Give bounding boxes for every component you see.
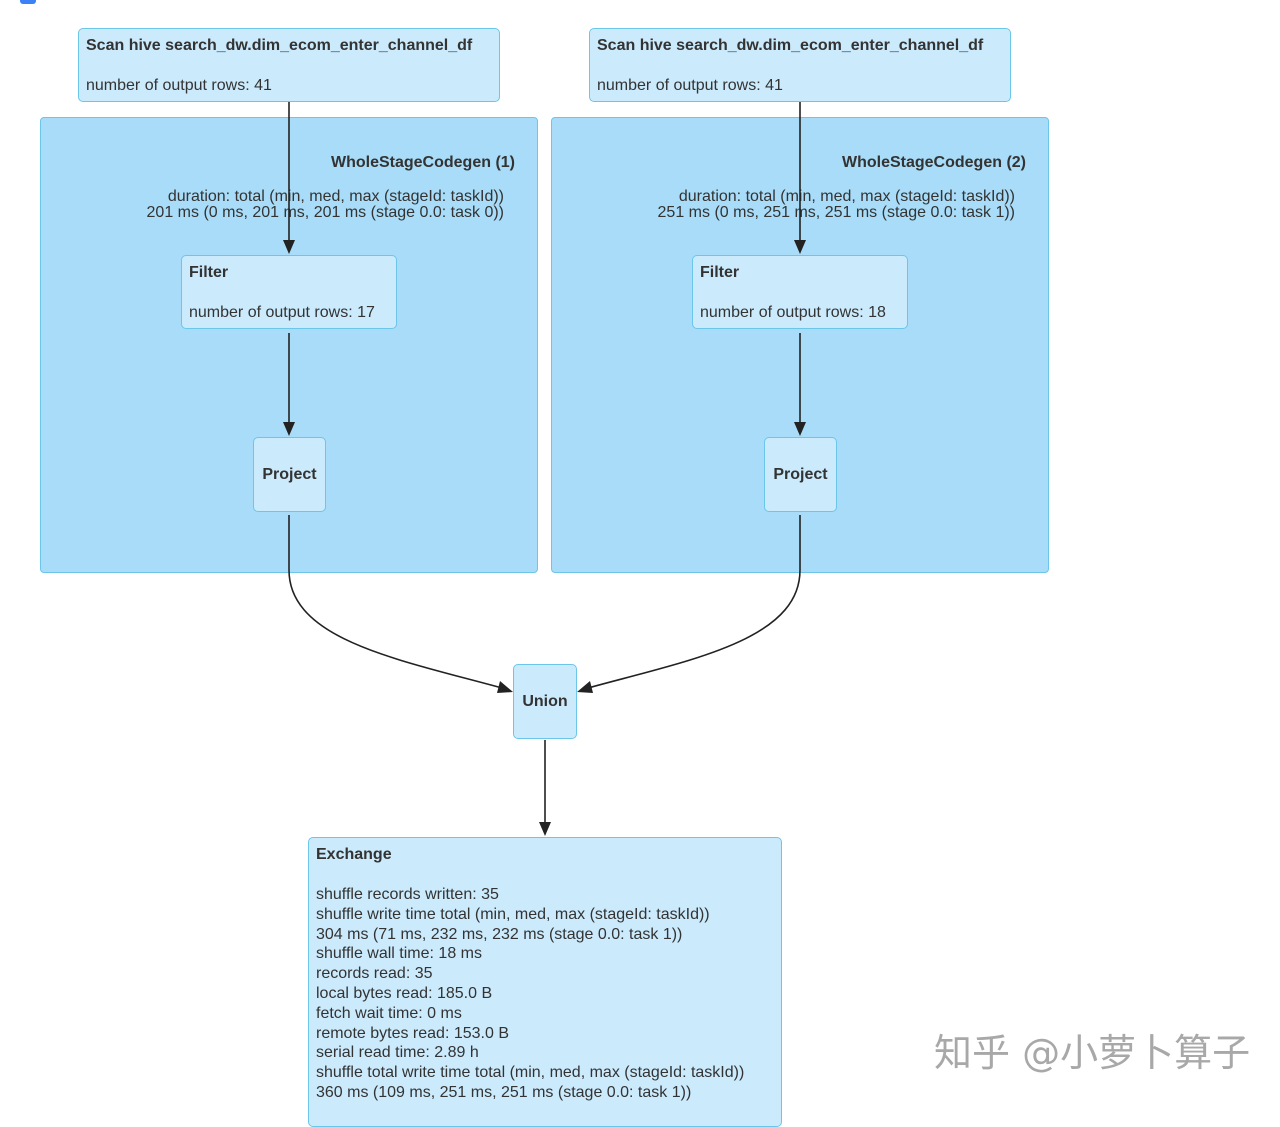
metric-line: shuffle records written: 35: [316, 886, 499, 903]
arrowhead-icon: [539, 822, 551, 836]
exchange-metrics: shuffle records written: 35 shuffle writ…: [316, 885, 774, 1103]
duration-label: duration: total (min, med, max (stageId:…: [678, 188, 1015, 205]
metric-line: 360 ms (109 ms, 251 ms, 251 ms (stage 0.…: [316, 1083, 692, 1101]
node-metric: number of output rows: 18: [700, 304, 886, 321]
cluster-duration-metric: duration: total (min, med, max (stageId:…: [658, 189, 1015, 221]
node-title: Filter: [700, 264, 740, 281]
node-metric: number of output rows: 41: [86, 77, 272, 94]
metric-line: shuffle total write time total (min, med…: [316, 1064, 745, 1082]
node-title: Scan hive search_dw.dim_ecom_enter_chann…: [86, 37, 473, 54]
cluster-duration-metric: duration: total (min, med, max (stageId:…: [147, 189, 504, 221]
filter-node-right[interactable]: Filter number of output rows: 18: [692, 255, 908, 329]
node-title: Union: [522, 692, 568, 710]
cluster-title: WholeStageCodegen (2): [841, 154, 1026, 171]
metric-line: local bytes read: 185.0 B: [316, 984, 493, 1002]
checkbox-icon[interactable]: [20, 0, 36, 4]
metric-line: shuffle write time total (min, med, max …: [316, 905, 710, 923]
node-title: Project: [262, 465, 317, 483]
metric-line: fetch wait time: 0 ms: [316, 1004, 462, 1022]
metric-line: remote bytes read: 153.0 B: [316, 1024, 509, 1042]
node-title: Filter: [189, 264, 229, 281]
metric-line: 304 ms (71 ms, 232 ms, 232 ms (stage 0.0…: [316, 925, 683, 943]
project-node-left[interactable]: Project: [253, 437, 326, 512]
duration-label: duration: total (min, med, max (stageId:…: [167, 188, 504, 205]
scan-hive-node-left[interactable]: Scan hive search_dw.dim_ecom_enter_chann…: [78, 28, 500, 102]
cluster-title: WholeStageCodegen (1): [330, 154, 515, 171]
exchange-node[interactable]: Exchange shuffle records written: 35 shu…: [308, 837, 782, 1127]
duration-value: 251 ms (0 ms, 251 ms, 251 ms (stage 0.0:…: [657, 204, 1015, 221]
watermark: 知乎 @小萝卜算子: [934, 1031, 1251, 1075]
union-node[interactable]: Union: [513, 664, 577, 739]
node-title: Scan hive search_dw.dim_ecom_enter_chann…: [597, 37, 984, 54]
metric-line: serial read time: 2.89 h: [316, 1044, 479, 1062]
node-metric: number of output rows: 41: [597, 77, 783, 94]
node-title: Project: [773, 465, 828, 483]
arrowhead-icon: [577, 681, 593, 693]
project-node-right[interactable]: Project: [764, 437, 837, 512]
metric-line: shuffle wall time: 18 ms: [316, 945, 482, 963]
filter-node-left[interactable]: Filter number of output rows: 17: [181, 255, 397, 329]
node-title: Exchange: [316, 846, 392, 863]
duration-value: 201 ms (0 ms, 201 ms, 201 ms (stage 0.0:…: [146, 204, 504, 221]
metric-line: records read: 35: [316, 965, 433, 983]
scan-hive-node-right[interactable]: Scan hive search_dw.dim_ecom_enter_chann…: [589, 28, 1011, 102]
node-metric: number of output rows: 17: [189, 304, 375, 321]
arrowhead-icon: [497, 681, 513, 693]
